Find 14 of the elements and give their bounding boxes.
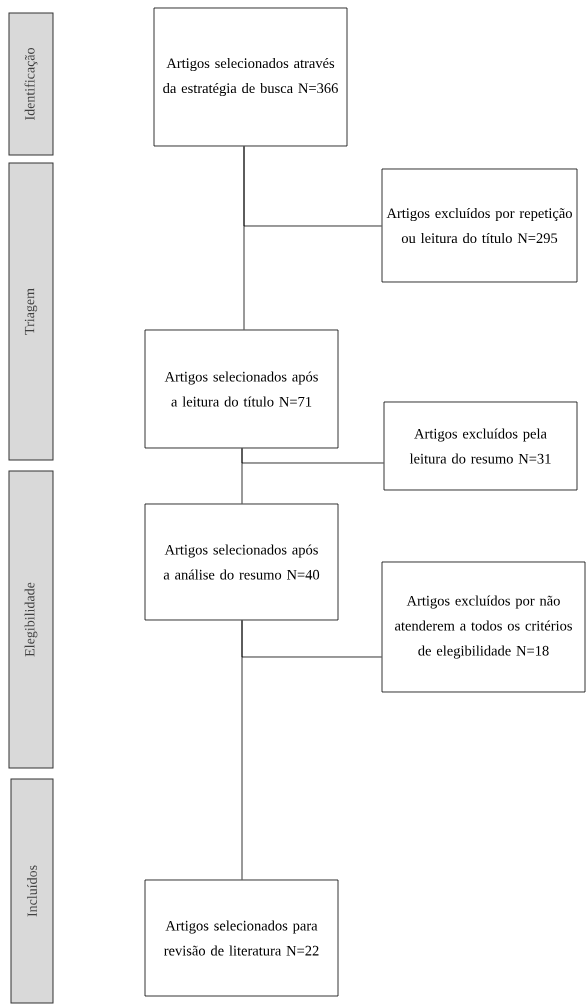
stage-band: Incluídos [10, 778, 54, 1004]
process-box: Artigos selecionados para revisão de literatura N=22 [144, 879, 339, 997]
connector-line [243, 146, 382, 227]
process-box: Artigos excluídos por não atenderem a todos os critérios de elegibilidade N=18 [381, 561, 586, 693]
process-box: Artigos selecionados através da estratégia de busca N=366 [153, 7, 348, 147]
process-box: Artigos selecionados após a leitura do título N=71 [144, 329, 339, 449]
connector-line [241, 448, 384, 464]
stage-band: Elegibilidade [8, 470, 54, 769]
process-box: Artigos excluídos por repetição ou leitura do título N=295 [381, 168, 578, 283]
stage-band: Triagem [8, 162, 54, 461]
connector-line [241, 620, 382, 658]
process-box: Artigos selecionados após a análise do resumo N=40 [144, 503, 339, 621]
process-box: Artigos excluídos pela leitura do resumo N=31 [383, 401, 578, 491]
stage-band: Identificação [8, 12, 54, 156]
